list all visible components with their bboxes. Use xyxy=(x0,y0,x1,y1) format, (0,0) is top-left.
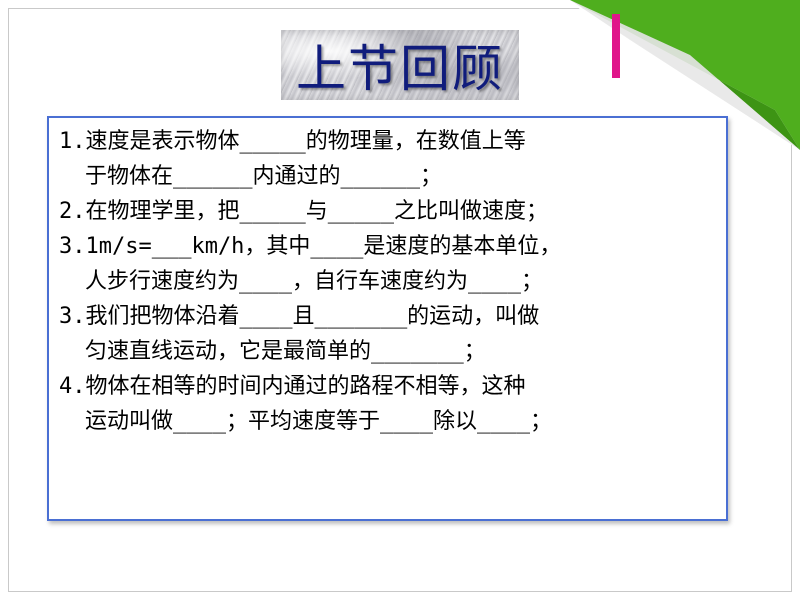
question-1-line-2: 于物体在______内通过的______； xyxy=(85,164,442,189)
title-banner: 上节回顾 xyxy=(281,30,519,100)
slide-frame xyxy=(8,8,792,592)
page-curl-decoration xyxy=(570,0,800,150)
question-2-line-1: 2.在物理学里，把_____与_____之比叫做速度； xyxy=(59,199,548,224)
accent-bar xyxy=(612,14,620,78)
question-3b-line-2: 匀速直线运动，它是最简单的_______； xyxy=(85,339,486,364)
question-4-line-2: 运动叫做____；平均速度等于____除以____； xyxy=(85,409,552,434)
question-4-line-1: 4.物体在相等的时间内通过的路程不相等，这种 xyxy=(59,374,526,399)
slide-title: 上节回顾 xyxy=(296,40,504,98)
review-questions-box: 1.速度是表示物体_____的物理量，在数值上等 于物体在______内通过的_… xyxy=(47,116,728,521)
review-questions-text: 1.速度是表示物体_____的物理量，在数值上等 于物体在______内通过的_… xyxy=(59,124,720,439)
question-1-line-1: 1.速度是表示物体_____的物理量，在数值上等 xyxy=(59,129,526,154)
question-3b-line-1: 3.我们把物体沿着____且_______的运动，叫做 xyxy=(59,304,540,329)
question-3-line-2: 人步行速度约为____，自行车速度约为____； xyxy=(85,269,543,294)
question-3-line-1: 3.1m/s=___km/h，其中____是速度的基本单位， xyxy=(59,234,562,259)
